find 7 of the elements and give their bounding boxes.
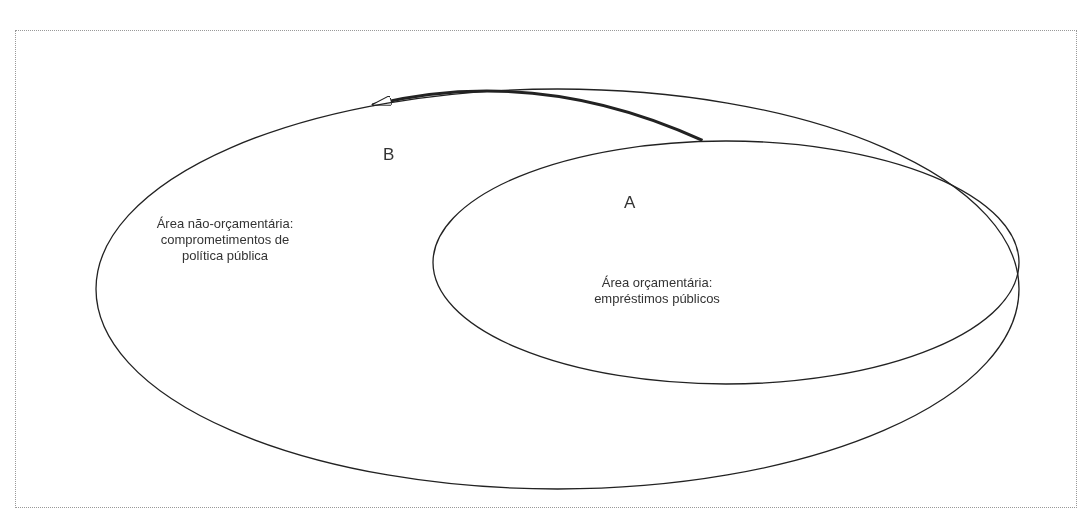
- region-label: Área orçamentária: empréstimos públicos: [593, 275, 721, 307]
- region-letter: B: [383, 144, 395, 166]
- ellipse-region: [432, 140, 1020, 385]
- region-letter: A: [624, 192, 636, 214]
- ellipse-region: [95, 88, 1020, 490]
- curved-arrow: [371, 89, 704, 142]
- region-label: Área não-orçamentária: comprometimentos de política pública: [155, 216, 295, 264]
